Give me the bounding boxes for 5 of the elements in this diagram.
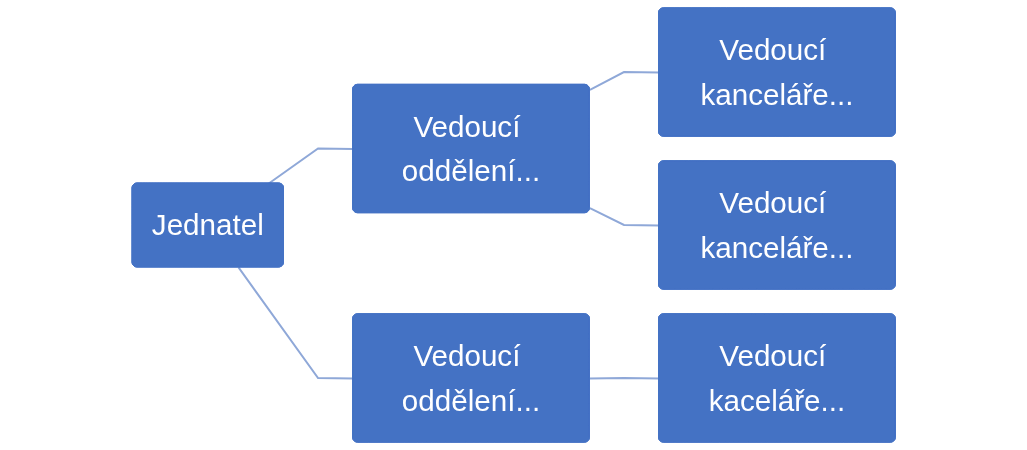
connector (588, 207, 660, 227)
connector (588, 376, 660, 380)
connector (588, 71, 660, 91)
connector (267, 147, 354, 185)
connector (237, 266, 354, 380)
